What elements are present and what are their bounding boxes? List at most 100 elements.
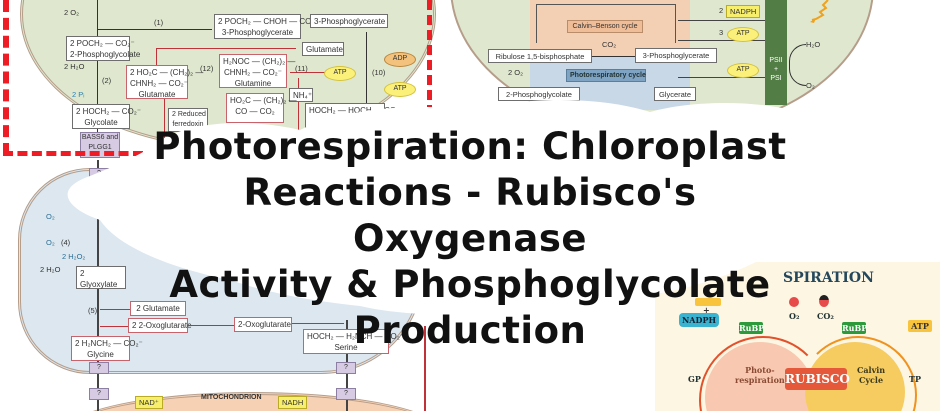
arrow-line	[678, 20, 765, 21]
red-pathway-line	[156, 48, 296, 49]
transporter-label: BASS6 and PLGG1	[81, 134, 119, 151]
rubp-box: Ribulose 1,5-bisphosphate	[488, 49, 592, 63]
box-3-phosphoglycerate-right: 3-Phosphoglycerate	[310, 14, 388, 28]
q: ?	[344, 390, 348, 397]
formula: 2 HOCH₂ — CO₂⁻	[76, 107, 142, 116]
cycle-line	[536, 4, 676, 43]
tp-label: TP	[909, 374, 921, 384]
o2-out-label: O₂	[806, 81, 815, 90]
atp-count: 3	[719, 28, 724, 37]
title-line-1: Photorespiration: Chloroplast	[153, 125, 787, 168]
count: 2	[80, 269, 85, 278]
pi-label: 2 Pᵢ	[72, 90, 85, 99]
title-line-2: Reactions - Rubisco's Oxygenase	[243, 171, 697, 260]
co2-label: CO₂	[602, 40, 617, 49]
box-serine: HOCH₂ — H₂NCH — CO₂⁻ Serine	[303, 329, 405, 354]
box-glutamate: 2 HO₂C — (CH₂)₂ — CHNH₂ — CO₂⁻ Glutamate	[126, 65, 203, 99]
box-glutamine: H₂NOC — (CH₂)₂ — CHNH₂ — CO₂⁻ Glutamine	[219, 54, 296, 88]
gp-label: GP	[688, 374, 701, 384]
step-12: (12)	[200, 64, 214, 73]
formula: H₂NOC — (CH₂)₂ —	[223, 57, 296, 66]
red-pathway-line	[298, 78, 299, 138]
nadh-badge: NADH	[278, 396, 308, 409]
title-line-3: Activity & Phosphoglycolate	[169, 263, 771, 306]
psi: PSI	[770, 75, 782, 82]
pathway-line	[97, 29, 212, 30]
atp-badge: ATP	[324, 66, 356, 81]
dashed-highlight-right	[427, 0, 432, 130]
transporter-icon: ?	[89, 362, 109, 374]
atp-badge: ATP	[727, 27, 759, 42]
box-glycine: 2 H₂NCH₂ — CO₂⁻ Glycine	[71, 336, 143, 361]
thylakoid-bar	[765, 0, 787, 105]
adp-badge: ADP	[384, 52, 416, 67]
transporter-icon: ?	[336, 362, 356, 374]
formula: CO — CO₂	[235, 107, 275, 116]
infographic-header: SPIRATION	[783, 270, 874, 286]
rubp-left-badge: RuBP	[739, 322, 765, 334]
h2o-label: H₂O	[806, 40, 821, 49]
name: Glutamate	[138, 90, 176, 99]
red-pathway-line	[290, 72, 330, 73]
name: Serine	[334, 343, 358, 352]
label: 2 Reduced	[172, 111, 206, 118]
name: Glycine	[87, 350, 114, 359]
plus-label: +	[703, 305, 710, 315]
plus: +	[773, 66, 779, 73]
name: 2-Phosphoglycolate	[70, 50, 141, 59]
red-vertical-line	[424, 326, 426, 411]
arrow-line	[592, 56, 635, 57]
step-10: (10)	[372, 68, 386, 77]
name: Glyoxylate	[80, 280, 118, 289]
label: Glycerate	[658, 90, 692, 99]
name: 2-Oxoglutarate	[238, 320, 291, 329]
mitochondrion-label: MITOCHONDRION	[201, 394, 262, 401]
red-pathway-line	[100, 309, 130, 310]
name: 2 2-Oxoglutarate	[132, 321, 192, 330]
nad-badge: NAD⁺	[135, 396, 163, 409]
q: ?	[97, 390, 101, 397]
red-pathway-line	[156, 48, 157, 66]
o2-label: 2 O₂	[64, 8, 79, 17]
nadph-badge: NADPH	[679, 313, 719, 327]
formula: HO₂C — (CH₂)₂ —	[230, 96, 297, 105]
name: NH₄⁺	[293, 91, 313, 100]
3pg-box: 3-Phosphoglycerate	[635, 48, 717, 63]
red-pathway-line	[292, 323, 344, 324]
formula: 2 POCH₂ — CO₂⁻	[70, 39, 135, 48]
name: Glutamate	[306, 45, 343, 54]
box-2-glutamate: 2 Glutamate	[130, 301, 186, 316]
formula: 2 POCH₂ — CHOH — CO₂⁻	[218, 17, 319, 26]
ps-label: PSII + PSI	[765, 56, 787, 83]
label: 3-Phosphoglycerate	[642, 51, 710, 60]
box-nh4: NH₄⁺	[289, 88, 313, 102]
atp-badge: ATP	[727, 63, 759, 78]
page-title: Photorespiration: Chloroplast Reactions …	[120, 124, 820, 354]
2-phosphoglycolate-box: 2-Phosphoglycolate	[498, 87, 580, 101]
label: Ribulose 1,5-bisphosphate	[495, 52, 585, 61]
label: 2-Phosphoglycolate	[506, 90, 572, 99]
step-5: (5)	[88, 306, 98, 315]
line1: Photo-	[745, 365, 775, 375]
o2-label: O₂	[789, 311, 800, 321]
atp-badge: ATP	[908, 320, 932, 332]
panel-top-left: 2 O₂ (1) 2 POCH₂ — CHOH — CO₂⁻ 3-Phospho…	[0, 0, 440, 160]
h2o2-label: 2 H₂O₂	[62, 252, 86, 261]
rubp-right-badge: RuBP	[842, 322, 868, 334]
photorespiratory-label: Photorespiratory cycle	[566, 69, 646, 82]
dashed-highlight-bottom	[3, 151, 143, 156]
formula: HOCH₂ — HOCH — CO₂⁻	[309, 106, 404, 115]
box-glutamate-top: Glutamate	[302, 42, 344, 56]
atp-top-badge	[695, 298, 721, 306]
step-1: (1)	[154, 18, 164, 27]
o2-label: O₂	[46, 238, 55, 247]
formula: HOCH₂ — H₂NCH — CO₂⁻	[307, 332, 405, 341]
name: 2 Glutamate	[136, 304, 180, 313]
o2-label: 2 O₂	[508, 68, 523, 77]
light-icon	[810, 0, 829, 23]
transporter-icon: ?	[336, 388, 356, 400]
calvin-benson-label: Calvin–Benson cycle	[567, 20, 643, 33]
box-2-2-oxoglutarate: 2 2-Oxoglutarate	[128, 318, 192, 333]
formula: CHNH₂ — CO₂⁻	[224, 68, 282, 77]
calvin-cycle-label: Calvin Cycle	[857, 365, 885, 385]
